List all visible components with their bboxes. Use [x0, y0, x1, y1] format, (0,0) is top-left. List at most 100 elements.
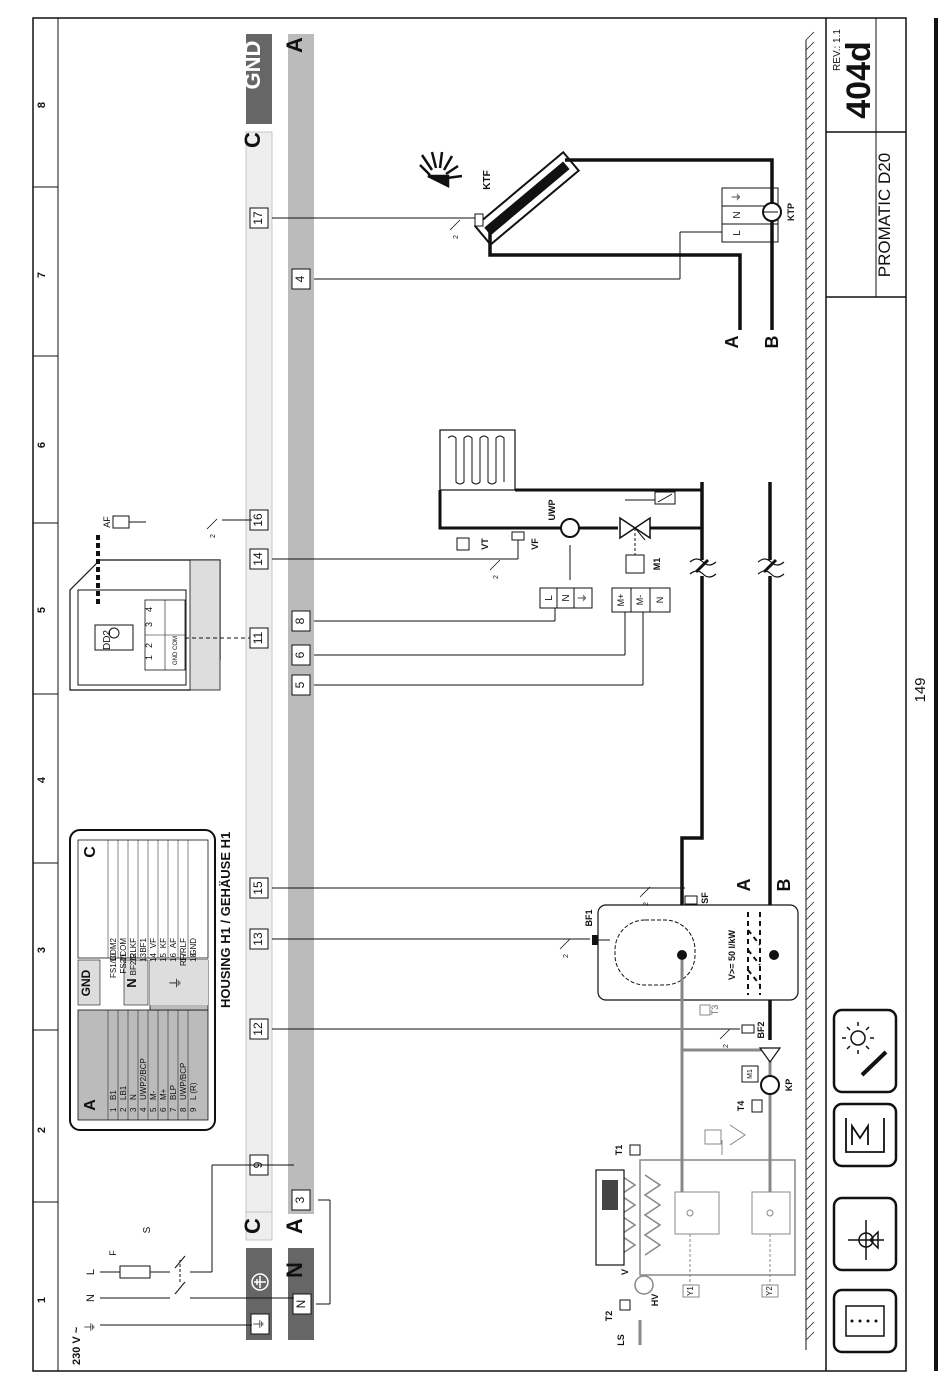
gnd-bar [246, 34, 272, 124]
legend-a-text: N [129, 1094, 138, 1100]
v-label: V [620, 1269, 630, 1275]
legend-a-title: A [82, 1099, 99, 1111]
c-bar [245, 131, 273, 1213]
c-terminal-label: 15 [251, 881, 265, 895]
grid-number: 4 [36, 776, 48, 783]
legend-c-num: 10 [109, 952, 118, 961]
legend-c-text: RF/RLF [179, 938, 188, 966]
power-l: L [85, 1269, 97, 1275]
bf1-label: BF1 [584, 909, 594, 926]
legend-a-num: 9 [189, 1107, 198, 1112]
voltage-label: 230 V ~ [71, 1326, 83, 1365]
legend-c-text: VF [149, 938, 158, 948]
tank-mode-icon [832, 1102, 898, 1168]
legend-c-text: BF1 [139, 937, 148, 952]
legend-table: A 1B12LB13N4UWP2/BCP5M-6M+7BLP8UWP/BCP9L… [69, 829, 216, 1131]
radiator [439, 429, 516, 491]
svg-text:1: 1 [144, 655, 154, 660]
grid-number: 1 [36, 1297, 48, 1303]
earth-terminal: ⏚ [252, 1318, 266, 1330]
power-n: N [85, 1294, 97, 1302]
dd2-remote: DD2 1 2 3 4 GND COM AF [69, 515, 252, 691]
af-label: AF [102, 516, 112, 528]
revision: REV.: 1.1 [832, 29, 843, 71]
wire-count: 2 [493, 575, 500, 579]
grid-dividers [33, 186, 58, 1203]
legend-a-num: 5 [149, 1107, 158, 1112]
vt-label: VT [480, 538, 490, 550]
wire-count: 2 [563, 954, 570, 958]
terminal-mode-icon [832, 1288, 898, 1354]
legend-n-title: N [124, 978, 139, 987]
grid-numbers: 1 2 3 4 5 6 7 8 [36, 102, 48, 1303]
legend-c-num: 13 [139, 952, 148, 961]
uwp-label: UWP [547, 500, 557, 521]
wire-count: 2 [210, 534, 217, 538]
housing-label: HOUSING H1 / GEHÄUSE H1 [218, 832, 233, 1008]
legend-a-num: 1 [109, 1107, 118, 1112]
power-earth: ⏚ [83, 1321, 97, 1333]
boiler: Y1 Y2 HV V T2 LS T1 T4 KP M1 [595, 1047, 796, 1346]
svg-text:⏚: ⏚ [731, 192, 743, 202]
legend-c-text: FS1/COM2 [109, 937, 118, 978]
c-terminal-label: 11 [251, 631, 265, 644]
sun-icon [419, 151, 463, 189]
y1-label: Y1 [686, 1286, 695, 1296]
c-terminal-box [249, 548, 269, 570]
diagram-code: 404d [840, 41, 878, 119]
fuse-label: F [108, 1250, 118, 1256]
a-terminal-box [291, 674, 311, 696]
svg-text:L: L [544, 595, 555, 601]
legend-a-num: 7 [169, 1107, 178, 1112]
legend-a-text: L (R) [189, 1082, 198, 1100]
a-terminal-label: 8 [293, 617, 307, 624]
a-terminal-box [291, 610, 311, 632]
terminal-blocks: L N ⏚ M+ M- N L N ⏚ [539, 187, 779, 613]
legend-c-num: 12 [129, 952, 138, 961]
t4-label: T4 [736, 1101, 746, 1112]
svg-text:M-: M- [635, 595, 645, 606]
legend-c-num: 16 [169, 952, 178, 961]
grid-number: 8 [36, 102, 48, 108]
vf-label: VF [530, 538, 540, 550]
t2-label: T2 [604, 1311, 614, 1322]
c-terminal-label: 12 [251, 1022, 265, 1036]
legend-a-num: 3 [129, 1107, 138, 1112]
n-label: N [282, 1262, 307, 1278]
c-top-label: C [240, 132, 265, 148]
legend-c-num: 17 [179, 952, 188, 961]
a-terminal-box [291, 644, 311, 666]
c-terminal-box [249, 207, 269, 229]
grid-number: 5 [36, 607, 48, 613]
a-terminal-box [291, 268, 311, 290]
svg-text:2: 2 [144, 643, 154, 648]
legend-c-num: 15 [159, 952, 168, 961]
svg-text:⏚: ⏚ [577, 593, 589, 603]
tank-line-a: A [734, 879, 754, 892]
legend-a-num: 2 [119, 1107, 128, 1112]
legend-a-text: LB1 [119, 1085, 128, 1100]
title-block: REV.: 1.1 404d PROMATIC D20 [826, 18, 906, 298]
legend-c-num: 18 [189, 952, 198, 961]
svg-text:N: N [732, 211, 743, 218]
svg-text:3: 3 [144, 622, 154, 627]
legend-c-text: BF2/RLKF [129, 938, 138, 975]
ktp-label: KTP [786, 203, 796, 221]
wire-count: 2 [453, 235, 460, 239]
gnd-label: GND [240, 41, 265, 90]
line-b-label: B [762, 336, 782, 349]
bf2-label: BF2 [756, 1021, 766, 1038]
solar-collector: KTP A B KTF [419, 150, 796, 349]
page-number: 149 [912, 677, 929, 702]
c-terminal-box [249, 877, 269, 899]
legend-c-num: 11 [119, 952, 128, 961]
a-bottom-label: A [282, 1218, 307, 1234]
grid-number: 7 [36, 272, 48, 278]
n-terminal: N [294, 1300, 308, 1309]
c-terminal-label: 17 [251, 211, 265, 225]
heating-circuit: UWP M1 VT VF [438, 429, 702, 574]
power-supply: 230 V ~ ⏚ N L F S [71, 1164, 331, 1365]
svg-text:M+: M+ [616, 594, 626, 607]
